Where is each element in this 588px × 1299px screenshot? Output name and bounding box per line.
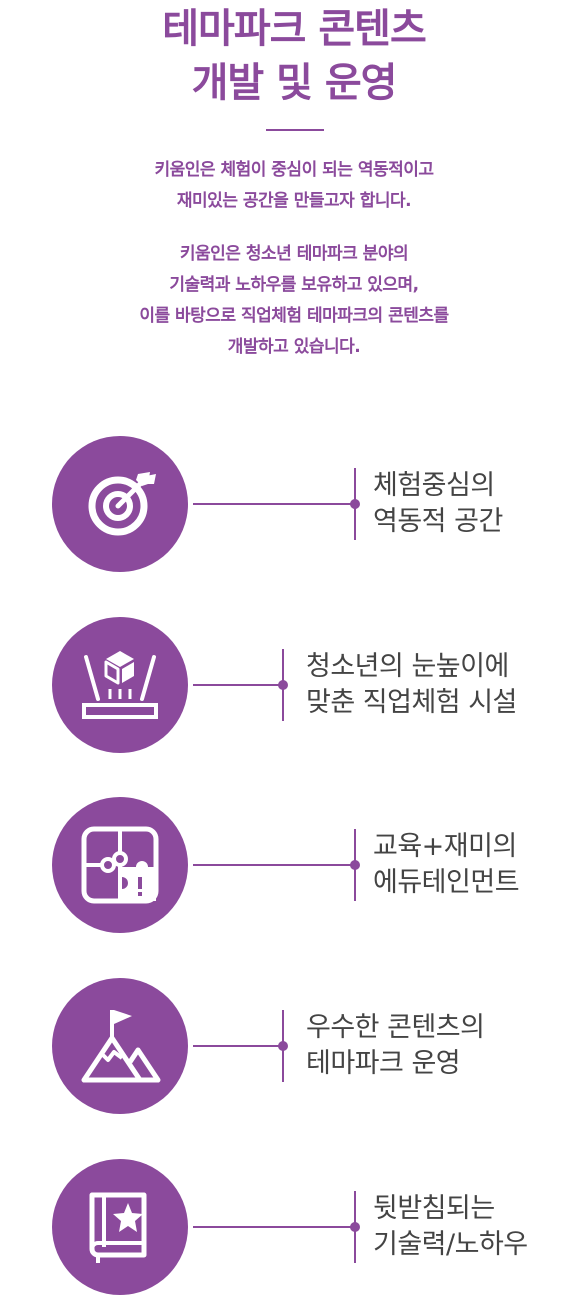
title-line-1: 테마파크 콘텐츠 [162, 6, 427, 52]
feature-icon-circle [52, 617, 188, 753]
feature-label-line-2: 기술력/노하우 [373, 1229, 528, 1260]
intro-paragraph-1: 키움인은 체험이 중심이 되는 역동적이고 재미있는 공간을 만들고자 합니다. [0, 155, 588, 217]
feature-icon-circle [52, 436, 188, 572]
feature-item-technology: 뒷받침되는 기술력/노하우 [0, 1159, 588, 1295]
intro-line: 개발하고 있습니다. [227, 337, 361, 357]
feature-label-line-1: 청소년의 눈높이에 [306, 651, 509, 682]
title-divider [266, 129, 324, 131]
feature-item-facility: 청소년의 눈높이에 맞춘 직업체험 시설 [0, 617, 588, 753]
connector-line [193, 864, 355, 866]
intro-line: 이를 바탕으로 직업체험 테마파크의 콘텐츠를 [139, 306, 449, 326]
label-bar [354, 1191, 356, 1263]
intro-line: 재미있는 공간을 만들고자 합니다. [176, 191, 412, 211]
puzzle-icon [81, 826, 159, 904]
book-star-icon [89, 1192, 147, 1263]
label-bar [282, 649, 284, 721]
feature-label-line-2: 맞춘 직업체험 시설 [306, 687, 517, 718]
feature-icon-circle [52, 797, 188, 933]
title-line-2: 개발 및 운영 [191, 60, 398, 106]
target-icon [88, 472, 156, 536]
mountain-flag-icon [81, 1010, 161, 1083]
feature-item-experience: 체험중심의 역동적 공간 [0, 436, 588, 572]
feature-label: 뒷받침되는 기술력/노하우 [373, 1191, 528, 1263]
feature-icon-circle [52, 1159, 188, 1295]
connector-line [193, 1045, 283, 1047]
feature-label-line-1: 우수한 콘텐츠의 [306, 1012, 485, 1043]
intro-line: 키움인은 체험이 중심이 되는 역동적이고 [154, 160, 434, 180]
feature-label-line-2: 에듀테인먼트 [373, 867, 520, 898]
feature-label: 체험중심의 역동적 공간 [373, 468, 503, 540]
feature-label: 교육+재미의 에듀테인먼트 [373, 829, 520, 901]
label-bar [354, 829, 356, 901]
feature-item-edutainment: 교육+재미의 에듀테인먼트 [0, 797, 588, 933]
feature-label-line-1: 체험중심의 [373, 470, 495, 501]
label-bar [282, 1010, 284, 1082]
label-bar [354, 468, 356, 540]
feature-label-line-1: 교육+재미의 [373, 831, 517, 862]
intro-line: 키움인은 청소년 테마파크 분야의 [179, 244, 409, 264]
intro-paragraph-2: 키움인은 청소년 테마파크 분야의 기술력과 노하우를 보유하고 있으며, 이를… [0, 239, 588, 363]
connector-line [193, 1226, 355, 1228]
hologram-box-icon [82, 651, 158, 719]
feature-label-line-2: 테마파크 운영 [306, 1048, 461, 1079]
connector-line [193, 503, 355, 505]
feature-label: 우수한 콘텐츠의 테마파크 운영 [306, 1010, 485, 1082]
intro-line: 기술력과 노하우를 보유하고 있으며, [169, 275, 419, 295]
connector-line [193, 684, 283, 686]
feature-label-line-1: 뒷받침되는 [373, 1193, 495, 1224]
feature-label-line-2: 역동적 공간 [373, 506, 503, 537]
feature-label: 청소년의 눈높이에 맞춘 직업체험 시설 [306, 649, 517, 721]
feature-item-operation: 우수한 콘텐츠의 테마파크 운영 [0, 978, 588, 1114]
page-title: 테마파크 콘텐츠 개발 및 운영 [0, 2, 588, 110]
feature-icon-circle [52, 978, 188, 1114]
